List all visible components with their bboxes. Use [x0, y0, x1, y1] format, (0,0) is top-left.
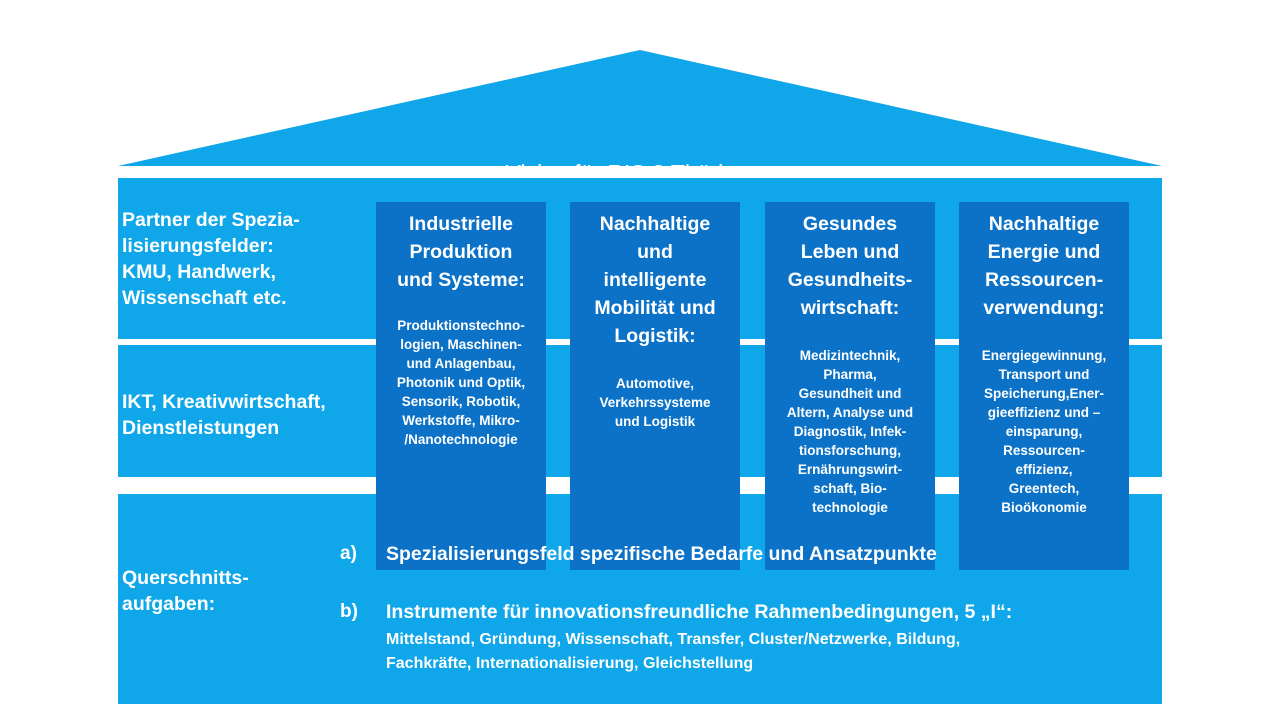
cross-task-b-heading: Instrumente für innovationsfreundliche R… — [386, 601, 1013, 623]
cross-task-b-marker: b) — [340, 601, 358, 622]
cross-task-a-text: Spezialisierungsfeld spezifische Bedarfe… — [386, 543, 937, 565]
pillar-title: Industrielle Produktion und Systeme: — [397, 213, 525, 291]
pillar-description: Energiegewinnung, Transport und Speicher… — [981, 348, 1107, 515]
cross-task-b-detail: Mittelstand, Gründung, Wissenschaft, Tra… — [386, 631, 961, 672]
pillar-title: Gesundes Leben und Gesundheits- wirtscha… — [787, 213, 913, 319]
cross-task-a-marker: a) — [340, 543, 357, 564]
roof-shape — [118, 50, 1162, 166]
pillar-description: Automotive, Verkehrssysteme und Logistik — [599, 376, 711, 429]
pillar-title: Nachhaltige Energie und Ressourcen- verw… — [983, 213, 1105, 319]
label-partner: Partner der Spezia- lisierungsfelder: KM… — [122, 209, 300, 309]
pillar-energie: Nachhaltige Energie und Ressourcen- verw… — [959, 202, 1129, 570]
roof: Vision für RIS 3 Thüringen — [118, 50, 1162, 186]
pillar-title: Nachhaltige und intelligente Mobilität u… — [594, 213, 716, 347]
label-ikt: IKT, Kreativwirtschaft, Dienstleistungen — [122, 391, 326, 439]
pillar-industrielle-produktion: Industrielle Produktion und Systeme: Pro… — [376, 202, 546, 570]
pillar-description: Produktionstechno- logien, Maschinen- un… — [396, 318, 526, 447]
pillar-mobilitaet: Nachhaltige und intelligente Mobilität u… — [570, 202, 740, 570]
pillar-description: Medizintechnik, Pharma, Gesundheit und A… — [786, 348, 914, 515]
pillar-gesundheit: Gesundes Leben und Gesundheits- wirtscha… — [765, 202, 935, 570]
label-querschnitt: Querschnitts- aufgaben: — [122, 567, 249, 615]
